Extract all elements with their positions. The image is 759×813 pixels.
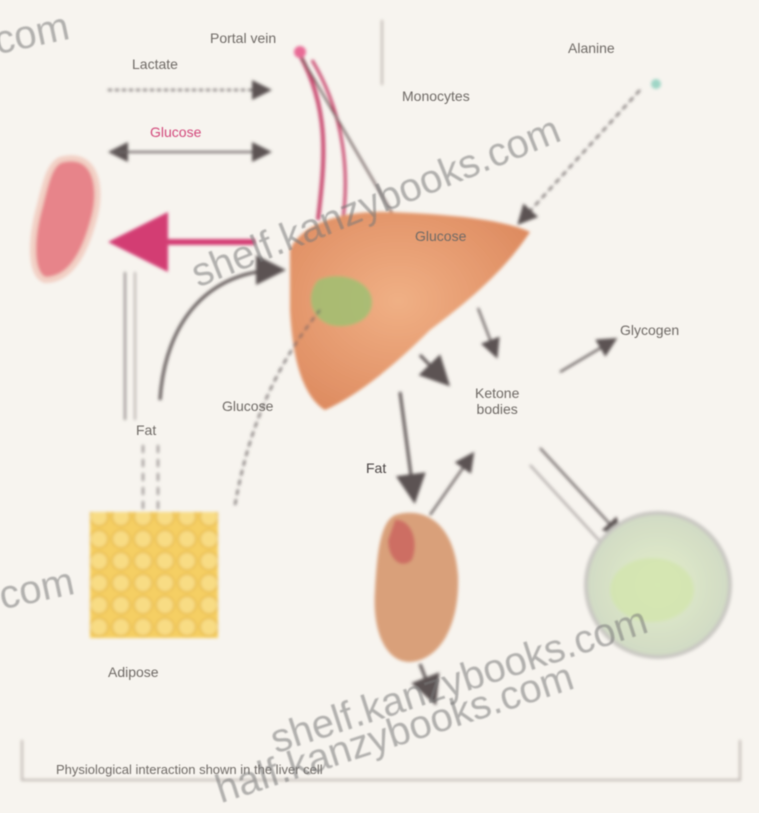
liver-to-ketone-arrow-2 [478,308,496,355]
kidney-shape [375,513,459,662]
monocytes-label: Monocytes [402,88,470,104]
portal-vein-label: Portal vein [210,30,276,46]
fat-label: Fat [366,460,386,476]
lactate-label: Lactate [132,56,178,72]
glucose-liver-label: Glucose [415,228,466,244]
diagram-canvas: Portal vein Lactate Glucose Alanine Mono… [0,0,759,790]
alanine-label: Alanine [568,40,615,56]
ketone-bodies-label: Ketone bodies [475,385,519,417]
portal-vein-dot [294,46,306,58]
ketone-to-brain-arrow [540,448,620,535]
adipose-label: Adipose [108,664,159,680]
glucose-top-label: Glucose [150,124,201,140]
liver-to-ketone-arrow [420,355,446,382]
fat-left-label: Fat [136,422,156,438]
ketone-to-glycogen-arrow [560,340,614,372]
intake-dot [651,79,661,89]
glycogen-label: Glycogen [620,322,679,338]
portal-vein-vessel-1 [300,55,323,220]
fatty-acid-arrow [160,270,280,400]
kidney-to-ketone-arrow [430,455,472,515]
adipose-tissue [90,512,218,638]
liver-to-kidney-arrow [400,392,414,498]
muscle-shape [33,158,97,280]
glucose-left-label: Glucose [222,398,273,414]
